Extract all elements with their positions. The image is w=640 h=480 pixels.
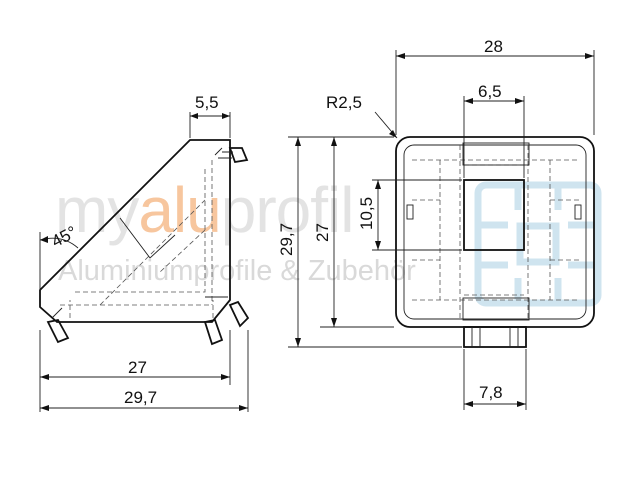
right-notch: [574, 204, 582, 220]
watermark-brand-suffix: profil: [221, 174, 354, 246]
front-inner-outline: [403, 144, 587, 320]
dimension-top-width: 5,5: [189, 93, 231, 138]
side-view: 5,5 45° 27 29,7: [39, 93, 250, 412]
watermark-brand: myaluprofil: [55, 174, 353, 246]
bracket-rib: [119, 147, 228, 298]
center-slot: [463, 179, 525, 251]
dim-outer-width-label: 29,7: [124, 388, 157, 407]
dim-top-width-label: 5,5: [195, 93, 219, 112]
bracket-hidden-lines: [60, 160, 214, 318]
dim-slot-width-label: 6,5: [478, 82, 502, 101]
left-notch: [406, 204, 414, 220]
dim-nut-width-label: 7,8: [479, 383, 503, 402]
watermark-tagline: Aluminiumprofile & Zubehör: [58, 255, 416, 287]
watermark-brand-prefix: my: [55, 174, 139, 246]
bracket-pin-top: [218, 147, 249, 164]
bracket-pin-bottom-left: [46, 307, 70, 344]
slot-nut: [463, 326, 527, 348]
bottom-tab: [462, 297, 530, 321]
dim-total-width-label: 28: [484, 37, 503, 56]
dimension-slot-height: 10,5: [357, 179, 462, 251]
dim-inner-width-label: 27: [128, 358, 147, 377]
front-outline: [395, 136, 595, 328]
dimension-slot-width: 6,5: [463, 82, 525, 178]
top-tab: [462, 142, 530, 166]
dimension-inner-width: 27: [39, 330, 231, 412]
front-view: 28 R2,5 6,5 10,5 27 29,7: [277, 37, 595, 410]
dim-slot-height-label: 10,5: [357, 197, 376, 230]
bracket-pin-bottom-right: [203, 318, 224, 346]
watermark: myaluprofil Aluminiumprofile & Zubehör: [55, 174, 602, 307]
slot-nut-body: [463, 326, 527, 348]
dimension-total-width: 28: [395, 37, 595, 135]
dimension-inner-height: 27: [313, 136, 394, 328]
front-hidden-lines: [412, 145, 580, 319]
dimension-outer-height: 29,7: [277, 136, 462, 348]
dim-radius-label: R2,5: [326, 93, 362, 112]
dim-inner-height-label: 27: [313, 223, 332, 242]
dimension-radius: R2,5: [326, 93, 398, 139]
dimension-nut-width: 7,8: [463, 349, 527, 410]
dim-outer-height-label: 29,7: [277, 223, 296, 256]
bracket-pin-right: [228, 300, 250, 328]
watermark-brand-middle: alu: [138, 174, 220, 246]
profile-cross-section-icon: [474, 181, 602, 307]
dimension-outer-width: 29,7: [40, 330, 249, 412]
bracket-outline: [39, 139, 231, 323]
